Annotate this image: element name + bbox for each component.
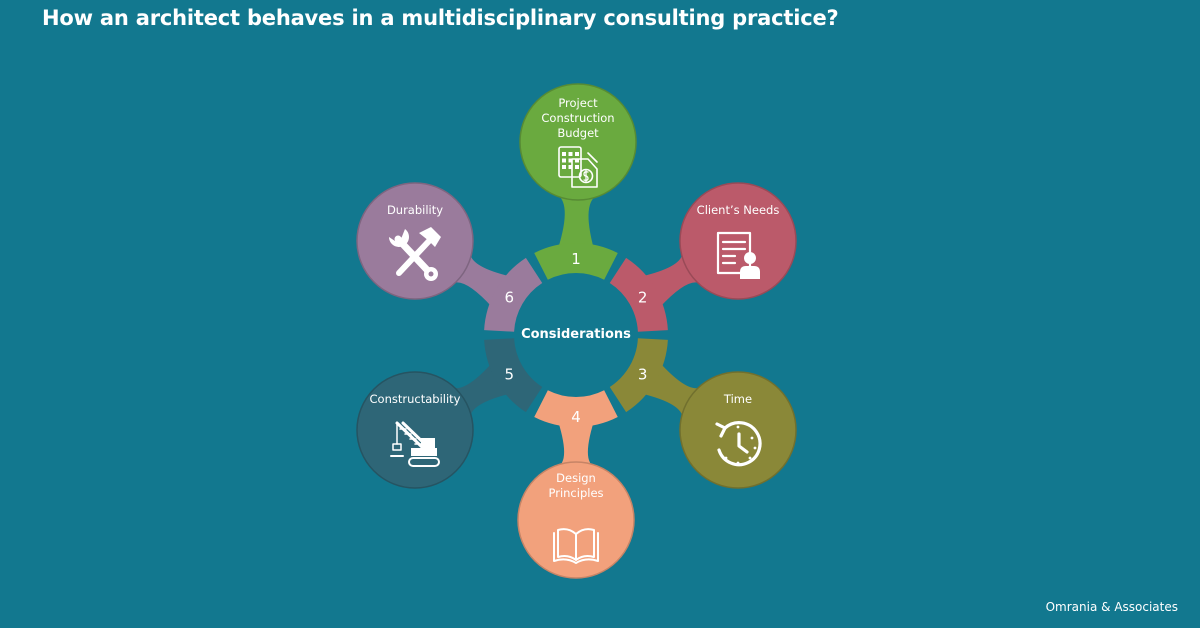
bubble-circle [356, 182, 474, 300]
ring-segment-4 [534, 390, 618, 427]
clock-history-icon [715, 421, 762, 467]
crane-icon [390, 421, 440, 467]
ring-segment-5 [484, 338, 543, 413]
brand-suffix: & Associates [1101, 600, 1178, 614]
bubble-5: Constructability [356, 371, 474, 489]
step-number-4: 4 [571, 408, 581, 426]
ring-segment-3 [609, 338, 668, 413]
step-number-3: 3 [638, 366, 648, 384]
brand-logo: Omrania & Associates [1046, 600, 1178, 614]
budget-calculator-icon [558, 146, 598, 188]
bubble-circle [679, 371, 797, 489]
brand-name: Omrania [1045, 600, 1098, 614]
bubble-circle [519, 83, 637, 201]
center-label: Considerations [521, 327, 631, 342]
connector-4 [554, 421, 598, 468]
node-label-6: Durability [387, 203, 443, 217]
connector-1 [555, 193, 600, 250]
ring-segment-1 [534, 243, 618, 280]
bubble-circle [517, 461, 635, 579]
step-number-5: 5 [505, 366, 515, 384]
step-number-2: 2 [638, 289, 648, 307]
bubble-circle [356, 371, 474, 489]
open-book-icon [553, 528, 599, 564]
node-label-2: Client’s Needs [697, 203, 780, 217]
client-document-icon [716, 231, 760, 279]
ring-segment-2 [609, 257, 668, 332]
page-title: How an architect behaves in a multidisci… [42, 6, 839, 30]
ring-segment-6 [484, 257, 543, 332]
wrench-hammer-icon [389, 227, 441, 281]
node-label-5: Constructability [370, 392, 461, 406]
bubble-3: Time [679, 371, 797, 489]
node-label-3: Time [723, 392, 752, 406]
bubble-6: Durability [356, 182, 474, 300]
step-number-1: 1 [571, 250, 581, 268]
bubble-2: Client’s Needs [679, 182, 797, 300]
step-number-6: 6 [505, 289, 515, 307]
